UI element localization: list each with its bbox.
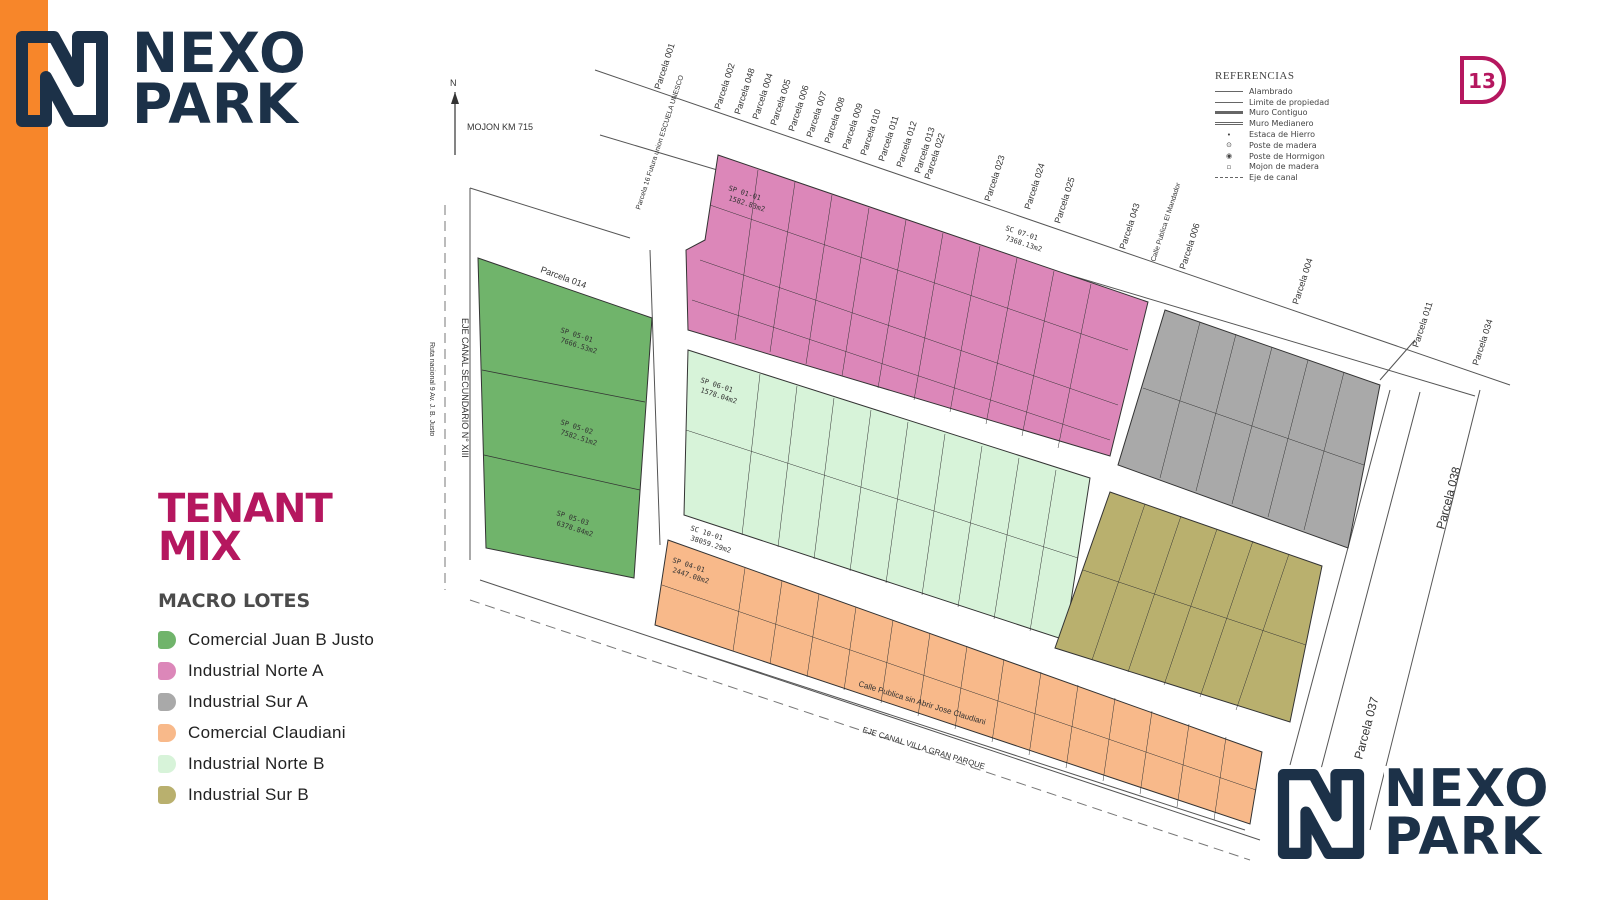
norte-a-lot-grid bbox=[691, 169, 1129, 449]
tenant-mix-title: TENANT MIX bbox=[158, 486, 333, 570]
parcel-label: Parcela 006 bbox=[1177, 222, 1201, 271]
poste-madera-icon: ⊙ bbox=[1226, 141, 1232, 150]
muro-contiguo-line-icon bbox=[1215, 111, 1243, 115]
tenant-mix-line-2: MIX bbox=[158, 524, 242, 570]
canal-label: EJE CANAL SECUNDARIO N° XIII bbox=[460, 318, 470, 458]
canal-axis-lines bbox=[444, 205, 1251, 861]
legend-swatch bbox=[158, 785, 176, 804]
badge-number: 13 bbox=[1468, 69, 1496, 93]
legend-item-industrial-sur-a[interactable]: Industrial Sur A bbox=[158, 686, 374, 717]
legend-swatch bbox=[158, 754, 176, 773]
parcel-label: Parcela 023 bbox=[982, 154, 1006, 203]
legend-item-industrial-sur-b[interactable]: Industrial Sur B bbox=[158, 779, 374, 810]
reference-item: ⊙Poste de madera bbox=[1215, 140, 1329, 151]
legend-item-comercial-juan-b-justo[interactable]: Comercial Juan B Justo bbox=[158, 624, 374, 655]
north-label: N bbox=[450, 78, 457, 88]
parcel-label: Parcela 043 bbox=[1117, 202, 1141, 251]
escuela-label: Parcela 16 Futura union ESCUELA UNESCO bbox=[635, 74, 685, 211]
logo-line-1: NEXO bbox=[1384, 759, 1550, 819]
reference-item: Alambrado bbox=[1215, 86, 1329, 97]
references-title: REFERENCIAS bbox=[1215, 70, 1295, 82]
logo-line-1: NEXO bbox=[132, 21, 307, 85]
north-arrow: N MOJON KM 715 bbox=[450, 78, 533, 155]
parcel-label: Parcela 038 bbox=[1433, 465, 1463, 531]
legend-item-comercial-claudiani[interactable]: Comercial Claudiani bbox=[158, 717, 374, 748]
parcel-label: Parcela 037 bbox=[1351, 695, 1381, 761]
sur-b-lot-grid bbox=[1082, 503, 1307, 711]
macro-lotes-legend: Comercial Juan B Justo Industrial Norte … bbox=[158, 624, 374, 810]
legend-item-industrial-norte-a[interactable]: Industrial Norte A bbox=[158, 655, 374, 686]
parcel-label: Parcela 024 bbox=[1022, 162, 1046, 211]
legend-swatch bbox=[158, 661, 176, 680]
reference-item: Limite de propiedad bbox=[1215, 97, 1329, 108]
logo-line-2: PARK bbox=[132, 71, 299, 136]
muro-medianero-line-icon bbox=[1215, 122, 1243, 126]
nexo-park-logo-bottom: NEXO PARK bbox=[1276, 759, 1550, 867]
calle-mandador-label: Calle Publica El Mandador bbox=[1150, 181, 1182, 262]
legend-swatch bbox=[158, 630, 176, 649]
parcel-label: Parcela 001 bbox=[652, 42, 676, 91]
claudiani-lot-grid bbox=[661, 567, 1257, 821]
reference-item: ▫Mojon de madera bbox=[1215, 162, 1329, 173]
macro-lotes-title: MACRO LOTES bbox=[158, 590, 311, 612]
nexo-park-n-icon bbox=[1276, 766, 1366, 861]
sur-a-lot-grid bbox=[1142, 321, 1365, 531]
logo-line-2: PARK bbox=[1384, 806, 1542, 867]
parcel-label: Parcela 025 bbox=[1052, 176, 1076, 225]
page-number-badge: 13 bbox=[1458, 54, 1510, 111]
estaca-icon: • bbox=[1226, 130, 1232, 139]
limite-line-icon bbox=[1215, 101, 1243, 103]
reference-item: Eje de canal bbox=[1215, 172, 1329, 183]
reference-item: •Estaca de Hierro bbox=[1215, 129, 1329, 140]
orange-side-bar bbox=[0, 0, 48, 900]
eje-canal-line-icon bbox=[1215, 177, 1243, 179]
route-label: Ruta nacional 9 Av. J. B. Justo bbox=[428, 342, 435, 436]
nexo-park-logo: NEXO PARK bbox=[14, 21, 307, 136]
reference-item: Muro Medianero bbox=[1215, 118, 1329, 129]
nexo-park-n-icon bbox=[16, 30, 108, 127]
property-boundary-lines bbox=[469, 69, 1511, 841]
map-references: REFERENCIAS Alambrado Limite de propieda… bbox=[1215, 70, 1329, 183]
reference-item: ◉Poste de Hormigon bbox=[1215, 151, 1329, 162]
parcel-label: Parcela 034 bbox=[1470, 318, 1494, 367]
legend-item-industrial-norte-b[interactable]: Industrial Norte B bbox=[158, 748, 374, 779]
tenant-mix-line-1: TENANT bbox=[158, 486, 333, 532]
mojon-label: MOJON KM 715 bbox=[467, 122, 533, 132]
parcel-label: Parcela 004 bbox=[1290, 257, 1314, 306]
badge-d-icon: 13 bbox=[1460, 56, 1506, 104]
zone-comercial-claudiani[interactable] bbox=[654, 539, 1263, 825]
reference-item: Muro Contiguo bbox=[1215, 108, 1329, 119]
zone-industrial-sur-b[interactable] bbox=[1054, 491, 1323, 723]
mojon-icon: ▫ bbox=[1226, 162, 1232, 171]
norte-b-lot-grid bbox=[685, 373, 1079, 632]
legend-swatch bbox=[158, 692, 176, 711]
alambrado-line-icon bbox=[1215, 90, 1243, 92]
zone-comercial-juan-b-justo[interactable] bbox=[477, 257, 653, 579]
parcel-label: Parcela 011 bbox=[1410, 300, 1434, 348]
parcel-label: Parcela 002 bbox=[712, 62, 736, 111]
canal-label-villa: EJE CANAL VILLA GRAN PARQUE bbox=[861, 725, 986, 771]
legend-swatch bbox=[158, 723, 176, 742]
poste-hormigon-icon: ◉ bbox=[1225, 152, 1233, 161]
juan-b-justo-lot-dividers bbox=[481, 369, 646, 491]
